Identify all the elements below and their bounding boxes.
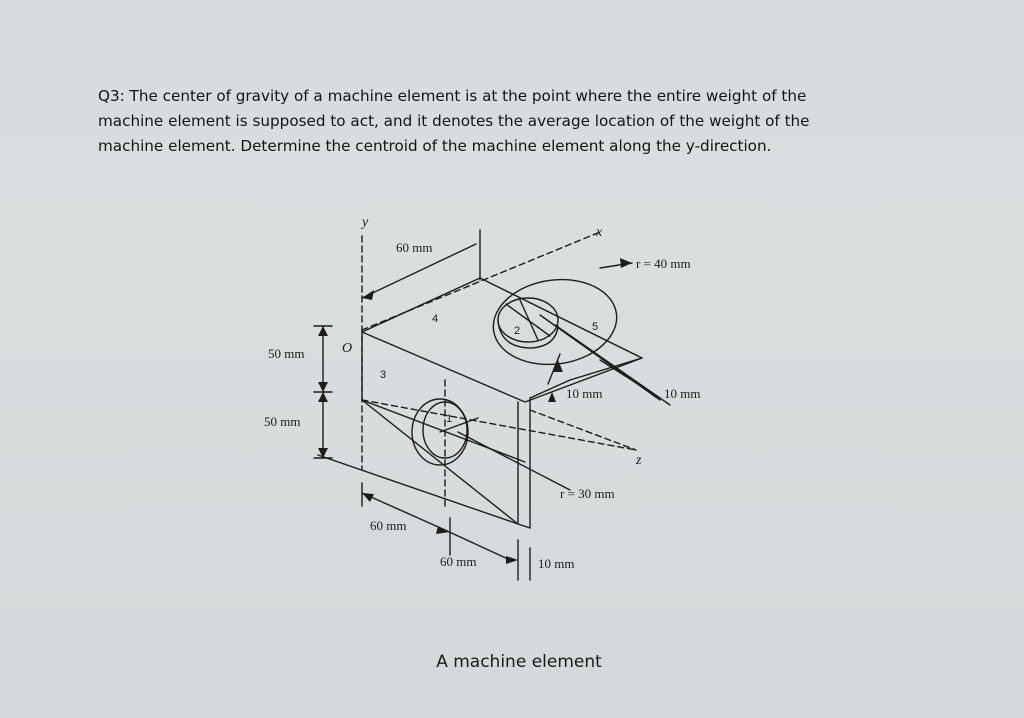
arrow-50-mid-up: [318, 382, 328, 392]
axis-z-dash: [529, 409, 637, 451]
top-hole-cross-2: [519, 299, 539, 341]
dim-label-10-mid: 10 mm: [566, 386, 602, 401]
dim-label-top-60: 60 mm: [396, 240, 432, 255]
part-label-4: 4: [432, 313, 438, 325]
part-label-1: 1: [446, 413, 452, 425]
y-axis-label: y: [360, 215, 369, 230]
leader-top-60: [361, 243, 477, 299]
z-axis: [361, 399, 637, 451]
dim-bottom-60a: [361, 492, 446, 531]
part-label-2: 2: [514, 325, 520, 337]
front-bottom-edge: [317, 454, 519, 525]
plate-outline: [517, 397, 531, 529]
leader-10mm-right: [599, 359, 661, 399]
top-hole-cross-1: [505, 303, 551, 337]
arrow-r40: [620, 258, 632, 268]
top-hole-inner: [497, 319, 559, 349]
dim-label-bottom-60b: 60 mm: [440, 554, 476, 569]
z-axis-label: z: [635, 453, 642, 468]
plate-right-edge: [569, 357, 643, 381]
dim-label-r30: r = 30 mm: [560, 486, 615, 501]
question-text: Q3: The center of gravity of a machine e…: [98, 84, 918, 159]
arrow-bottom-b: [436, 526, 450, 534]
part-label-3: 3: [380, 369, 386, 381]
origin-label: O: [342, 341, 352, 356]
dim-label-50-upper: 50 mm: [268, 346, 304, 361]
arrow-10-plate: [548, 392, 556, 402]
top-boss-outline: [492, 278, 618, 366]
plate-top-edge: [529, 379, 571, 399]
leader-r30: [457, 431, 571, 491]
front-hole-outer: [411, 398, 469, 466]
top-face-outline: [361, 277, 643, 403]
dim-label-bottom-60a: 60 mm: [370, 518, 406, 533]
arrow-bottom-a: [362, 493, 374, 502]
question-line-3: machine element. Determine the centroid …: [98, 137, 772, 155]
arrow-top-60: [362, 290, 374, 300]
arrow-10-mid: [553, 360, 563, 372]
part-label-5: 5: [592, 321, 598, 333]
arrow-50-mid-down: [318, 392, 328, 402]
dim-label-50-lower: 50 mm: [264, 414, 300, 429]
dim-label-r40: r = 40 mm: [636, 256, 691, 271]
dim-label-bottom-10: 10 mm: [538, 556, 574, 571]
question-line-1: Q3: The center of gravity of a machine e…: [98, 87, 807, 105]
front-hole-diag: [439, 417, 479, 433]
dim-bottom-60b: [444, 529, 511, 561]
leader-10mm-mid: [547, 353, 561, 385]
x-axis-label: x: [595, 225, 603, 240]
front-face-outline: [361, 331, 519, 525]
arrow-50-bot: [318, 448, 328, 458]
arrow-bottom-c: [506, 556, 518, 564]
diagram-caption: A machine element: [436, 652, 602, 672]
arrow-50-top: [318, 326, 328, 336]
dim-label-10-right: 10 mm: [664, 386, 700, 401]
question-line-2: machine element is supposed to act, and …: [98, 112, 810, 130]
